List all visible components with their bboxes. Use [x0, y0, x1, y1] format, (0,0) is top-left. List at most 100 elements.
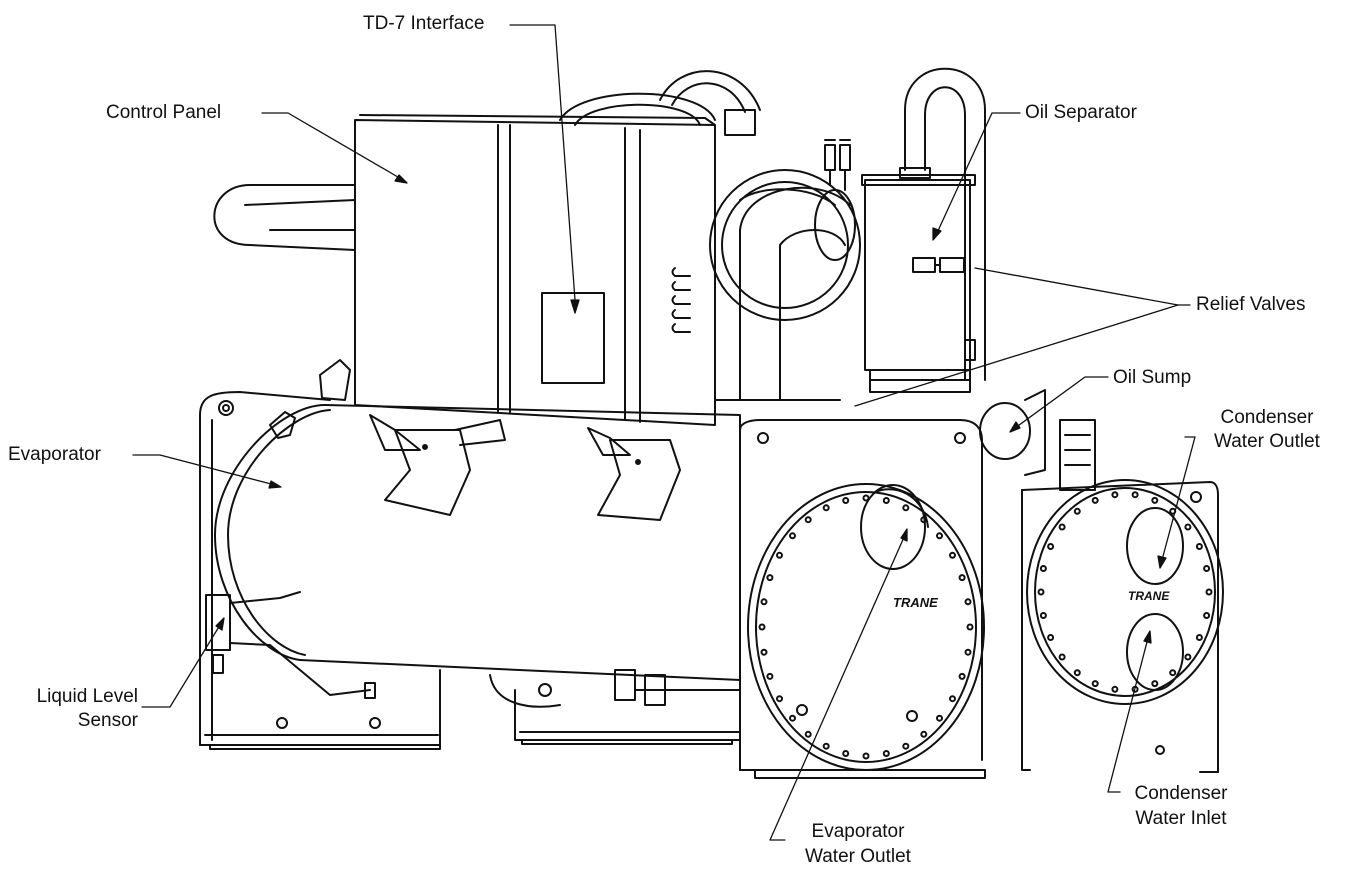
- bolt: [949, 551, 956, 559]
- compressor-motor-lower: [489, 669, 741, 708]
- compressor-volute: [709, 169, 861, 321]
- bolt: [1169, 669, 1177, 677]
- bolt: [936, 532, 943, 540]
- evaporator-cover-bolts: [758, 494, 974, 760]
- bolt: [1184, 653, 1192, 661]
- bolt: [1195, 634, 1203, 641]
- oil-separator-tank: [861, 174, 976, 393]
- bolt: [964, 648, 972, 656]
- label-td7-interface: TD-7 Interface: [363, 13, 485, 34]
- relief-valves: [912, 257, 976, 361]
- bolt: [862, 494, 870, 502]
- bolt: [966, 623, 974, 631]
- bolt: [789, 532, 796, 540]
- label-condenser-water-outlet-2: Water Outlet: [1214, 431, 1320, 452]
- suction-pipe-left: [213, 184, 356, 251]
- bolt: [842, 497, 850, 504]
- label-condenser-water-inlet-1: Condenser: [1134, 783, 1228, 804]
- bolt: [1091, 496, 1099, 504]
- bolt: [776, 695, 783, 703]
- bolt: [1111, 685, 1119, 693]
- label-oil-separator: Oil Separator: [1025, 102, 1137, 123]
- liquid-level-sensor: [205, 591, 376, 699]
- bolt: [1151, 496, 1159, 504]
- bolt: [882, 750, 890, 757]
- bolt: [1058, 653, 1066, 661]
- bolt: [1091, 680, 1099, 688]
- bolt: [758, 623, 766, 631]
- label-condenser-water-outlet-1: Condenser: [1220, 407, 1314, 428]
- bolt: [1184, 523, 1192, 531]
- bolt: [920, 730, 928, 738]
- label-evaporator-water-outlet-2: Water Outlet: [805, 846, 911, 867]
- bolt: [789, 714, 796, 722]
- label-relief-valves: Relief Valves: [1196, 294, 1306, 315]
- bolt: [1047, 634, 1055, 641]
- bolt: [1058, 523, 1066, 531]
- bolt: [882, 497, 890, 504]
- bolt: [1205, 588, 1213, 596]
- evaporator-base-mid: [514, 689, 741, 745]
- label-oil-sump: Oil Sump: [1113, 367, 1192, 388]
- bolt: [1037, 588, 1045, 596]
- shell-saddles: [369, 414, 681, 521]
- control-panel: [354, 114, 716, 426]
- bolt: [902, 504, 910, 512]
- bolt: [1151, 680, 1159, 688]
- label-liquid-level-sensor-2: Sensor: [77, 710, 138, 731]
- label-evaporator: Evaporator: [8, 444, 101, 465]
- shell-fittings: [269, 359, 351, 439]
- compressor-discharge-pipe: [559, 70, 761, 136]
- top-valves: [824, 139, 851, 191]
- condenser-water-box: [1021, 481, 1219, 773]
- condenser-water-outlet-nozzle: [1126, 507, 1184, 585]
- bolt: [804, 516, 812, 524]
- bolt: [1131, 491, 1139, 499]
- condenser-cover-bolts: [1037, 491, 1213, 693]
- bolt: [958, 574, 966, 582]
- td7-display-frame: [541, 292, 605, 384]
- bolt: [1039, 612, 1047, 619]
- bolt: [936, 714, 943, 722]
- evaporator-brand-mark: TRANE: [893, 595, 938, 610]
- evaporator-shell: [199, 391, 741, 746]
- suction-elbow: [714, 186, 856, 401]
- bolt: [902, 742, 910, 750]
- evaporator-water-box: [739, 419, 986, 779]
- bolt: [949, 695, 956, 703]
- oil-separator-loop: [899, 67, 986, 381]
- bolt: [776, 551, 783, 559]
- bolt: [1111, 491, 1119, 499]
- label-condenser-water-inlet-2: Water Inlet: [1135, 808, 1227, 829]
- bolt: [1073, 507, 1081, 515]
- label-evaporator-water-outlet-1: Evaporator: [811, 821, 905, 842]
- bolt: [842, 750, 850, 757]
- condenser-water-inlet-nozzle: [1126, 613, 1184, 691]
- bolt: [760, 598, 768, 606]
- label-control-panel: Control Panel: [106, 102, 222, 123]
- bolt: [964, 598, 972, 606]
- evaporator-base-left: [199, 669, 441, 750]
- evaporator-water-outlet-nozzle: [860, 484, 926, 570]
- bolt: [822, 742, 830, 750]
- condenser-cover-plate: [1026, 479, 1224, 705]
- bolt: [958, 672, 966, 680]
- bolt: [1203, 565, 1211, 572]
- bolt: [1203, 612, 1211, 619]
- label-liquid-level-sensor-1: Liquid Level: [36, 686, 138, 707]
- bolt: [1073, 669, 1081, 677]
- panel-louvers: [671, 267, 691, 333]
- bolt: [1039, 565, 1047, 572]
- leader-lines: [132, 24, 1196, 841]
- bolt: [862, 752, 870, 760]
- bolt: [766, 574, 774, 582]
- oil-sump: [979, 389, 1096, 491]
- bolt: [766, 672, 774, 680]
- bolt: [804, 730, 812, 738]
- bolt: [1195, 543, 1203, 550]
- condenser-brand-mark: TRANE: [1128, 589, 1170, 603]
- evaporator-cover-plate: [747, 483, 985, 771]
- bolt: [1047, 543, 1055, 550]
